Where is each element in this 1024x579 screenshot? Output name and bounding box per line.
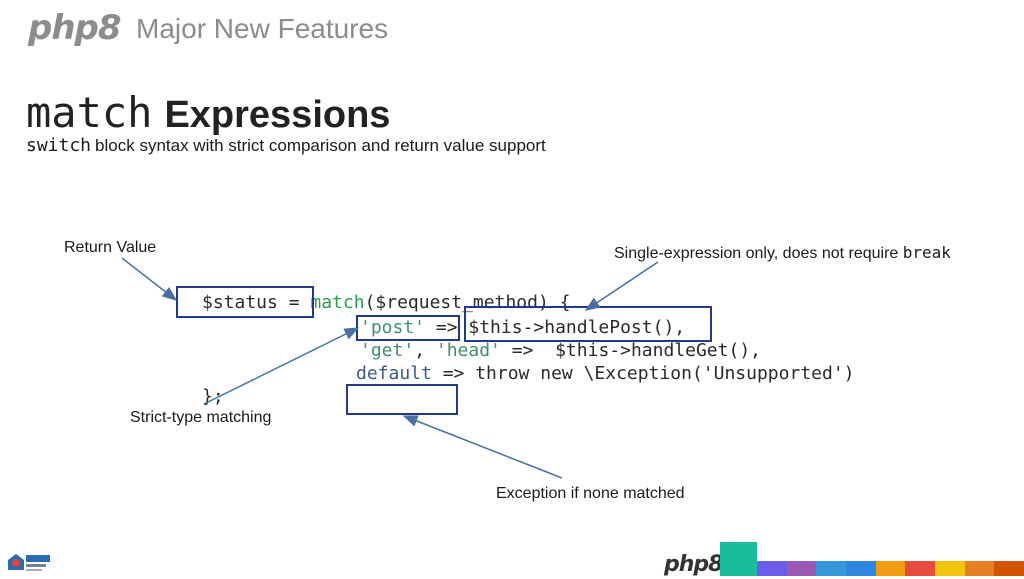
strict-match-box xyxy=(356,315,460,341)
color-bar-segment xyxy=(816,561,847,576)
color-bar-segment xyxy=(786,561,817,576)
php8-logo: php8 xyxy=(28,8,122,48)
subtitle-text: block syntax with strict comparison and … xyxy=(95,136,546,155)
slide-title: match Expressions xyxy=(26,86,390,150)
strict-type-label: Strict-type matching xyxy=(130,409,272,426)
title-word: Expressions xyxy=(164,94,391,136)
code-line-5: }; xyxy=(202,386,224,407)
color-bar-segment xyxy=(964,561,995,576)
code-line-4: default => throw new \Exception('Unsuppo… xyxy=(356,363,855,385)
single-expression-box xyxy=(464,306,712,342)
code-string-get: 'get' xyxy=(360,340,415,361)
return-value-label: Return Value xyxy=(64,239,157,256)
section-title: Major New Features xyxy=(136,13,389,44)
code-line-3-post: => $this->handleGet(), xyxy=(500,340,761,361)
color-bar-segment xyxy=(935,561,965,576)
code-line-2-post: => $this->handlePost(), xyxy=(425,317,686,338)
break-keyword: break xyxy=(902,243,951,262)
color-bar-segment xyxy=(875,561,906,576)
code-default-keyword: default xyxy=(356,363,432,384)
subtitle-code: switch xyxy=(26,135,92,156)
color-bar-segment xyxy=(757,561,787,576)
exception-box xyxy=(346,384,458,415)
single-expression-arrow xyxy=(584,261,659,311)
code-line-1-pre: $status = xyxy=(202,292,311,313)
code-string-post: 'post' xyxy=(360,317,426,338)
code-line-3: 'get', 'head' => $this->handleGet(), xyxy=(360,340,761,362)
drupalcon-logo-icon xyxy=(4,548,52,574)
return-value-box xyxy=(176,286,314,318)
php8-footer-logo: php8 xyxy=(664,552,723,577)
return-value-arrow xyxy=(121,257,178,301)
teal-block xyxy=(720,542,757,576)
strict-type-arrow xyxy=(203,327,360,405)
code-line-4-post: => throw new \Exception('Unsupported') xyxy=(431,363,855,384)
color-bar-segment xyxy=(994,561,1024,576)
code-string-head: 'head' xyxy=(435,340,501,361)
single-expression-text: Single-expression only, does not require xyxy=(614,245,903,262)
color-bar-segment xyxy=(846,561,876,576)
code-match-keyword: match xyxy=(310,292,365,313)
code-line-3-mid: , xyxy=(414,340,436,361)
single-expression-label: Single-expression only, does not require… xyxy=(614,243,951,264)
code-line-2: 'post' => $this->handlePost(), xyxy=(360,317,685,339)
exception-arrow xyxy=(402,415,563,479)
exception-label: Exception if none matched xyxy=(496,485,685,502)
color-bar-segment xyxy=(905,561,936,576)
title-code: match xyxy=(26,88,153,137)
